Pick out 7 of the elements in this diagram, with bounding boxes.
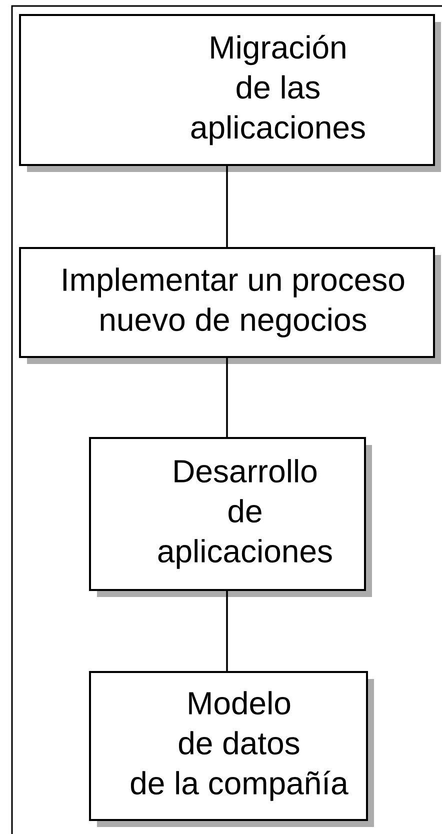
connector-line — [226, 166, 228, 247]
process-box: Modelo de datos de la compañía — [89, 671, 374, 827]
process-box: Implementar un proceso nuevo de negocios — [19, 247, 441, 364]
process-box: Migración de las aplicaciones — [19, 14, 441, 172]
connector-line — [226, 358, 228, 437]
connector-line — [226, 591, 228, 671]
process-box: Desarrollo de aplicaciones — [89, 437, 372, 597]
